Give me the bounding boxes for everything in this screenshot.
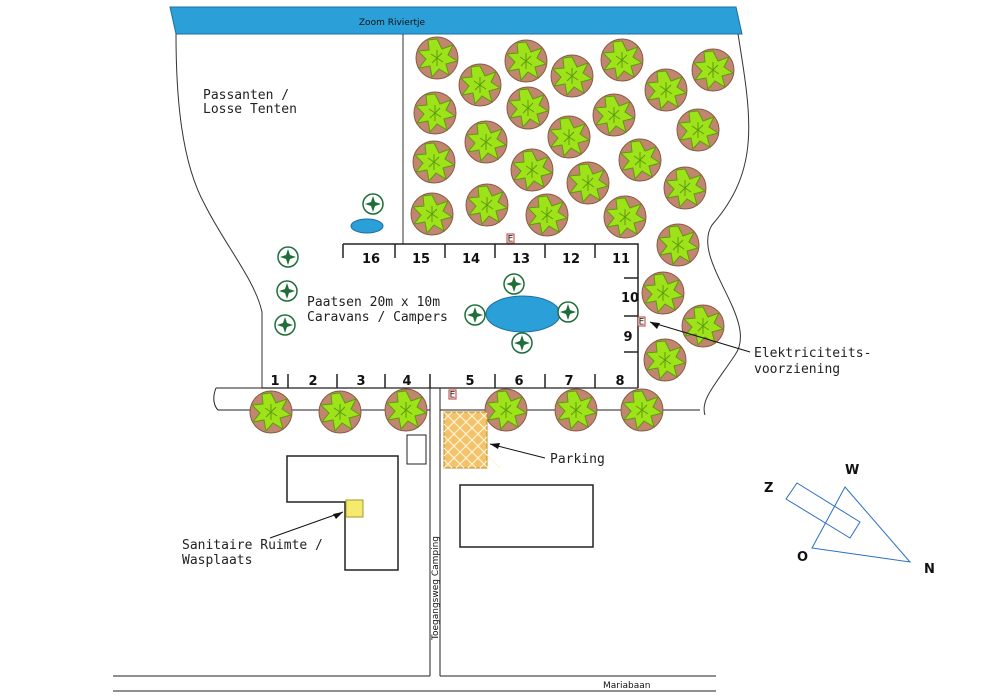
pitch-number-1: 1	[270, 374, 279, 389]
campsite-boundary	[175, 33, 750, 416]
electricity-pointer	[649, 321, 751, 353]
pitch-number-14: 14	[462, 252, 480, 267]
main-road	[113, 675, 716, 692]
pitch-number-16: 16	[362, 252, 380, 267]
parking-pointer	[489, 443, 546, 459]
compass-w: W	[845, 463, 859, 478]
pitch-number-6: 6	[514, 374, 523, 389]
pitch-number-3: 3	[356, 374, 365, 389]
main-road-label: Mariabaan	[603, 681, 650, 691]
pitch-number-13: 13	[512, 252, 530, 267]
small-pond	[350, 218, 384, 234]
river	[169, 6, 743, 35]
passanten-label-line2: Losse Tenten	[203, 102, 297, 117]
pitches-label-line2: Caravans / Campers	[307, 310, 448, 325]
passanten-label-line1: Passanten /	[203, 88, 289, 103]
large-building	[459, 484, 594, 548]
compass-o: O	[797, 550, 808, 565]
electricity-label-line1: Elektriciteits-	[754, 346, 871, 361]
compass-rose	[785, 482, 912, 563]
electricity-markers: E E E	[448, 233, 646, 401]
svg-text:E: E	[450, 391, 456, 401]
sanitary-label-line2: Wasplaats	[182, 553, 252, 568]
pitches-label-line1: Paatsen 20m x 10m	[307, 295, 440, 310]
forest-trees	[410, 36, 735, 382]
parking-label: Parking	[550, 452, 605, 467]
electricity-label-line2: voorziening	[754, 362, 840, 377]
pitch-number-9: 9	[623, 330, 632, 345]
pitch-number-8: 8	[615, 374, 624, 389]
pitch-number-12: 12	[562, 252, 580, 267]
river-label: Zoom Riviertje	[359, 18, 426, 28]
sanitary-washroom	[345, 499, 364, 518]
pitch-number-5: 5	[465, 374, 474, 389]
pitch-number-10: 10	[621, 291, 639, 306]
kiosk-building	[406, 434, 427, 465]
sanitary-building	[286, 455, 399, 571]
compass-z: Z	[764, 481, 773, 496]
main-pond	[485, 295, 561, 333]
pitch-number-15: 15	[412, 252, 430, 267]
parking-area	[443, 411, 501, 469]
svg-text:E: E	[508, 235, 514, 245]
pitch-number-4: 4	[402, 374, 411, 389]
pitch-number-11: 11	[612, 252, 630, 267]
svg-text:E: E	[639, 318, 645, 328]
sanitary-label-line1: Sanitaire Ruimte /	[182, 538, 323, 553]
compass-n: N	[924, 562, 935, 577]
sanitary-pointer	[269, 511, 344, 539]
access-road-label: Toegangsweg Camping	[431, 536, 441, 641]
pitch-number-2: 2	[308, 374, 317, 389]
pitch-number-7: 7	[564, 374, 573, 389]
